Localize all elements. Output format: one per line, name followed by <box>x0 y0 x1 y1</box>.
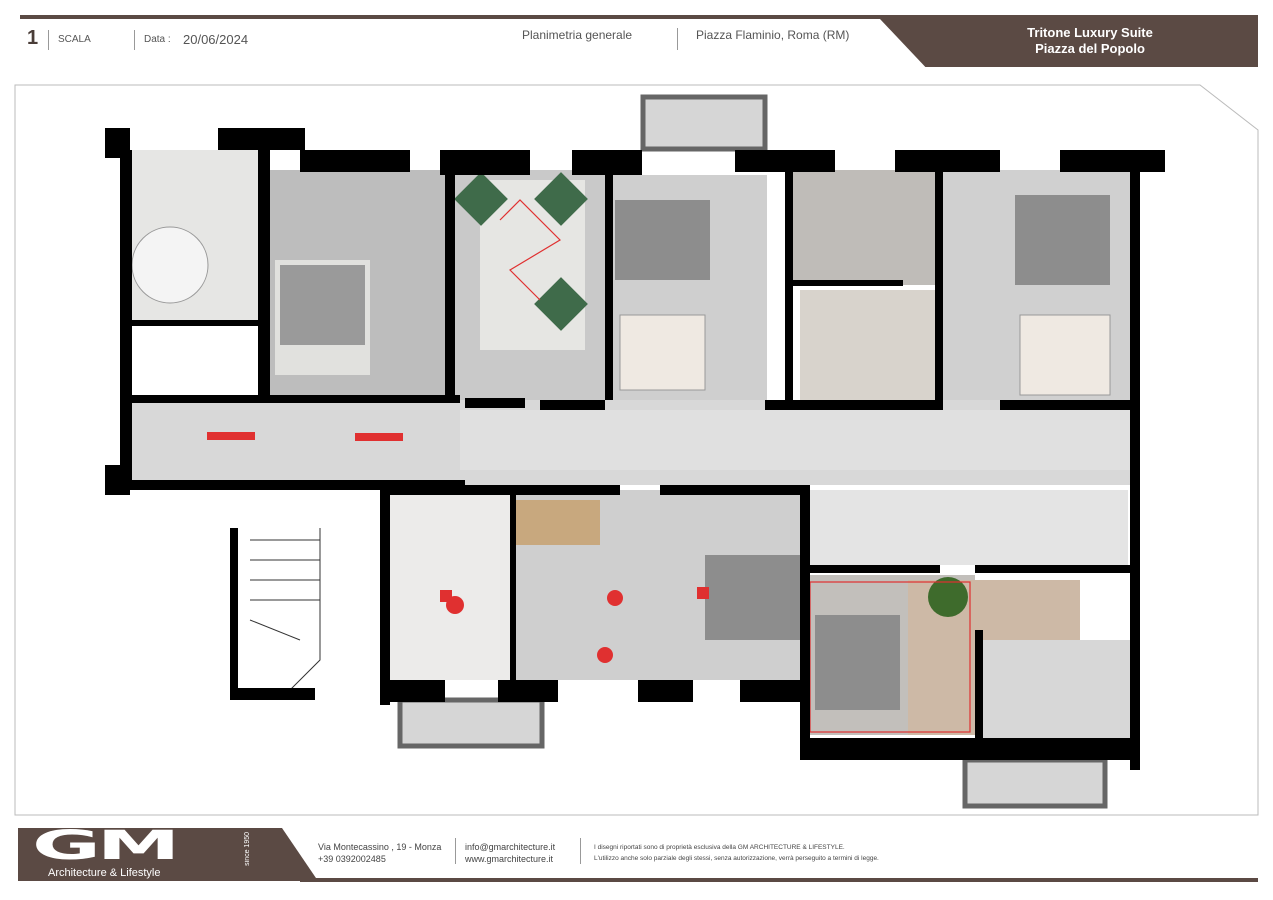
footer-rule <box>300 878 1258 882</box>
bathroom-2 <box>790 170 935 285</box>
drawing-type: Planimetria generale <box>522 28 633 42</box>
kitchen <box>808 490 1128 565</box>
company-logo <box>18 828 318 881</box>
address: Via Montecassino , 19 - Monza <box>318 842 442 852</box>
date-label: Data : <box>144 34 171 45</box>
staircase <box>231 528 321 691</box>
red-markers <box>207 432 709 663</box>
bed <box>280 265 365 345</box>
logo-subtitle: Architecture & Lifestyle <box>48 867 161 879</box>
plant <box>928 577 968 617</box>
email-link[interactable]: info@gmarchitecture.it <box>465 842 556 852</box>
bathtub <box>131 226 209 304</box>
title-banner <box>880 19 1258 67</box>
divider <box>48 30 49 50</box>
bathroom-5 <box>975 640 1130 740</box>
sheet-number: 1 <box>27 27 39 49</box>
project-title-line2: Piazza del Popolo <box>1035 41 1145 56</box>
website-link[interactable]: www.gmarchitecture.it <box>465 854 554 864</box>
location: Piazza Flaminio, Roma (RM) <box>696 28 850 42</box>
date-value: 20/06/2024 <box>183 32 249 47</box>
project-title-line1: Tritone Luxury Suite <box>1027 25 1153 40</box>
company-address: Via Montecassino , 19 - Monza +39 039200… <box>318 841 441 865</box>
disclaimer-line1: I disegni riportati sono di proprietà es… <box>594 844 845 851</box>
logo-mark: GM <box>32 823 180 869</box>
bed <box>815 615 900 710</box>
jacuzzi <box>1019 314 1111 396</box>
bed <box>705 555 800 640</box>
company-contacts: info@gmarchitecture.it www.gmarchitectur… <box>465 841 555 865</box>
plan-frame <box>14 84 1259 816</box>
walls <box>105 128 1165 770</box>
disclaimer-line2: L'utilizzo anche solo parziale degli ste… <box>594 855 879 862</box>
bed <box>615 200 710 280</box>
divider <box>677 28 678 50</box>
bed <box>1015 195 1110 285</box>
logo-since: since 1950 <box>244 832 251 866</box>
divider <box>580 838 581 864</box>
bathroom-3 <box>800 290 935 405</box>
disclaimer: I disegni riportati sono di proprietà es… <box>594 842 879 864</box>
divider <box>134 30 135 50</box>
project-title: Tritone Luxury Suite Piazza del Popolo <box>960 25 1220 57</box>
divider <box>455 838 456 864</box>
scale-label: SCALA <box>58 34 91 45</box>
balcony <box>640 94 768 152</box>
balcony <box>962 757 1108 809</box>
jacuzzi <box>619 314 706 391</box>
header-rule <box>20 15 1258 19</box>
bathroom-4 <box>390 490 510 680</box>
balcony <box>397 697 545 749</box>
phone: +39 0392002485 <box>318 854 386 864</box>
sauna <box>515 500 600 545</box>
corridor-main <box>460 410 1130 470</box>
